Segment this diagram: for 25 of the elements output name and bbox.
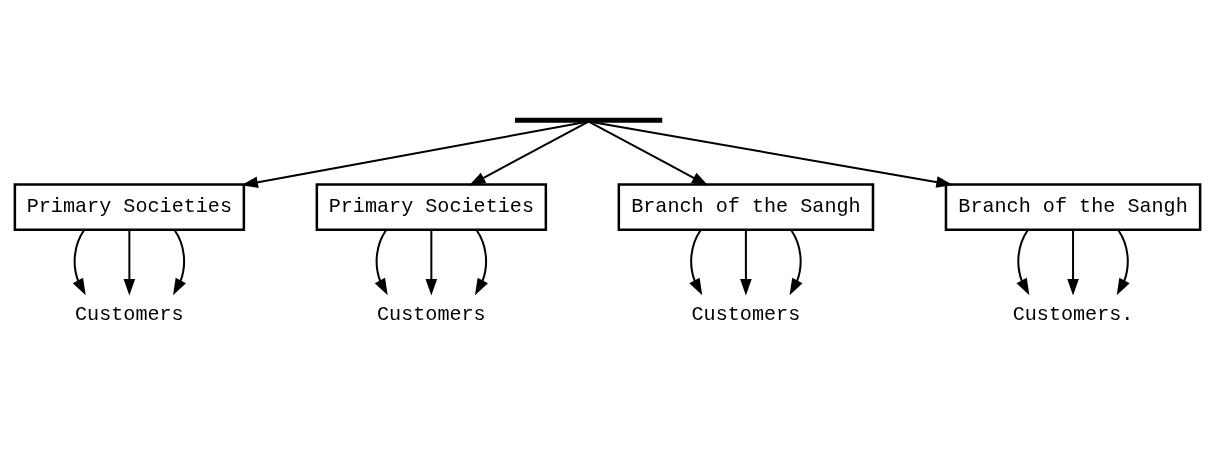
arrow	[374, 229, 388, 295]
arrow	[740, 229, 752, 296]
node-box: Primary Societies	[315, 182, 548, 231]
node-box: Branch of the Sangh	[944, 182, 1202, 231]
arrow	[72, 229, 86, 295]
arrow	[1116, 229, 1130, 295]
node-box: Primary Societies	[13, 182, 246, 231]
node-box: Branch of the Sangh	[617, 182, 875, 231]
arrow	[689, 229, 703, 295]
node-text: Customers	[75, 302, 184, 326]
arrow	[789, 229, 803, 295]
arrow	[588, 120, 953, 188]
arrow	[1067, 229, 1079, 296]
node-text: Customers	[376, 302, 486, 326]
arrow	[588, 120, 709, 186]
arrow	[1016, 229, 1030, 295]
arrow	[475, 229, 488, 295]
arrow	[468, 120, 589, 186]
arrow	[173, 229, 186, 295]
arrow	[241, 120, 589, 188]
arrow	[425, 229, 438, 296]
node-bar	[515, 117, 663, 123]
arrow	[123, 229, 136, 296]
node-text: Customers	[691, 302, 801, 326]
node-text: Customers.	[1012, 302, 1134, 326]
